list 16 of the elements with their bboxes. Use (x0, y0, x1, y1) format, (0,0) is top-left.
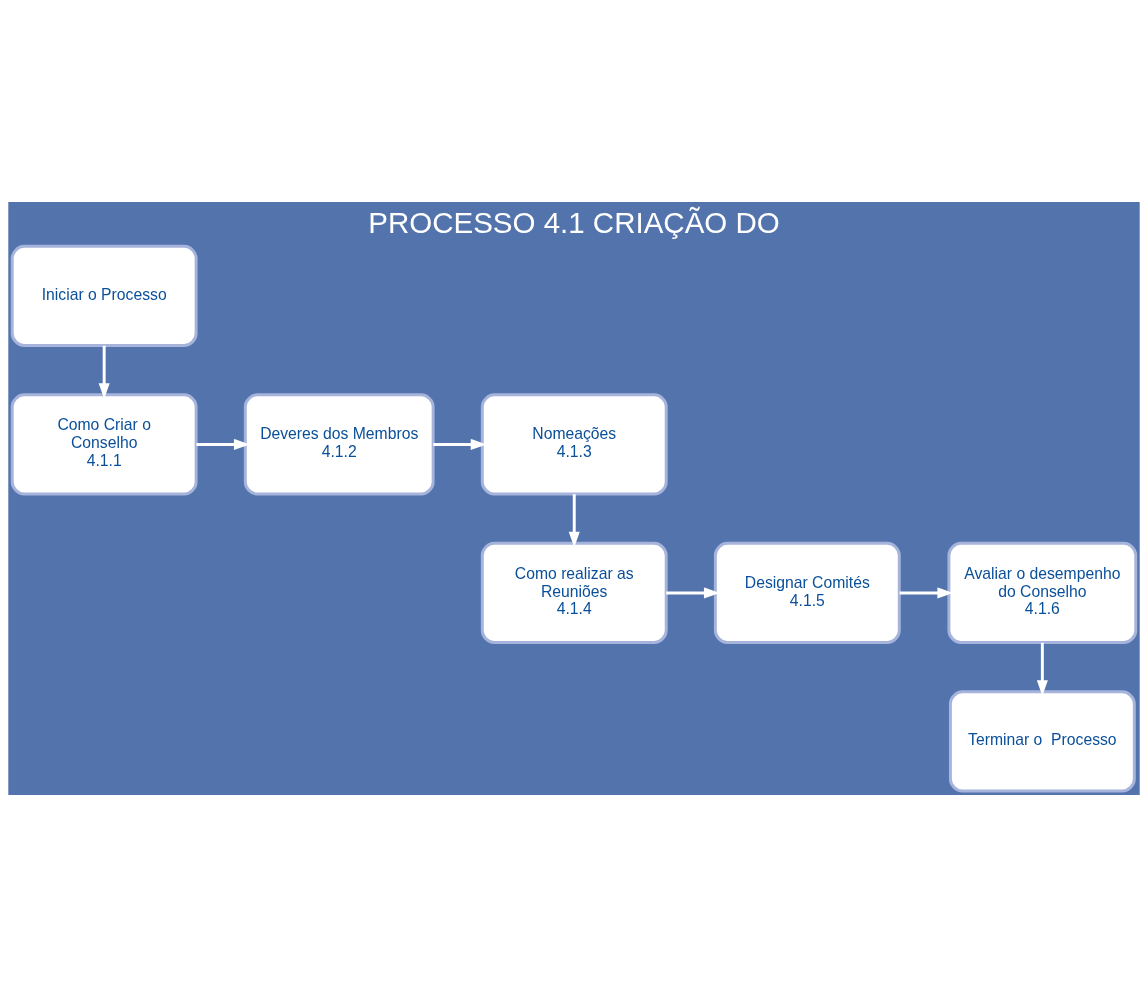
node-box: Deveres dos Membros 4.1.2 (243, 393, 435, 496)
node-box: Nomeações 4.1.3 (480, 393, 668, 496)
arrow (666, 587, 720, 599)
arrow (196, 438, 250, 450)
arrow (568, 494, 580, 548)
arrow (433, 438, 487, 450)
node-box: Como Criar o Conselho 4.1.1 (10, 393, 198, 496)
node-box: Iniciar o Processo (10, 244, 198, 348)
node-box: Como realizar as Reuniões 4.1.4 (480, 541, 668, 645)
node-box: Terminar o Processo (948, 690, 1136, 793)
diagram-title: PROCESSO 4.1 CRIAÇÃO DO (368, 206, 780, 240)
node-box: Avaliar o desempenho do Conselho 4.1.6 (947, 541, 1138, 645)
arrow (98, 345, 110, 400)
arrow (899, 587, 954, 599)
arrow (1036, 642, 1048, 697)
node-box: Designar Comités 4.1.5 (713, 541, 901, 645)
